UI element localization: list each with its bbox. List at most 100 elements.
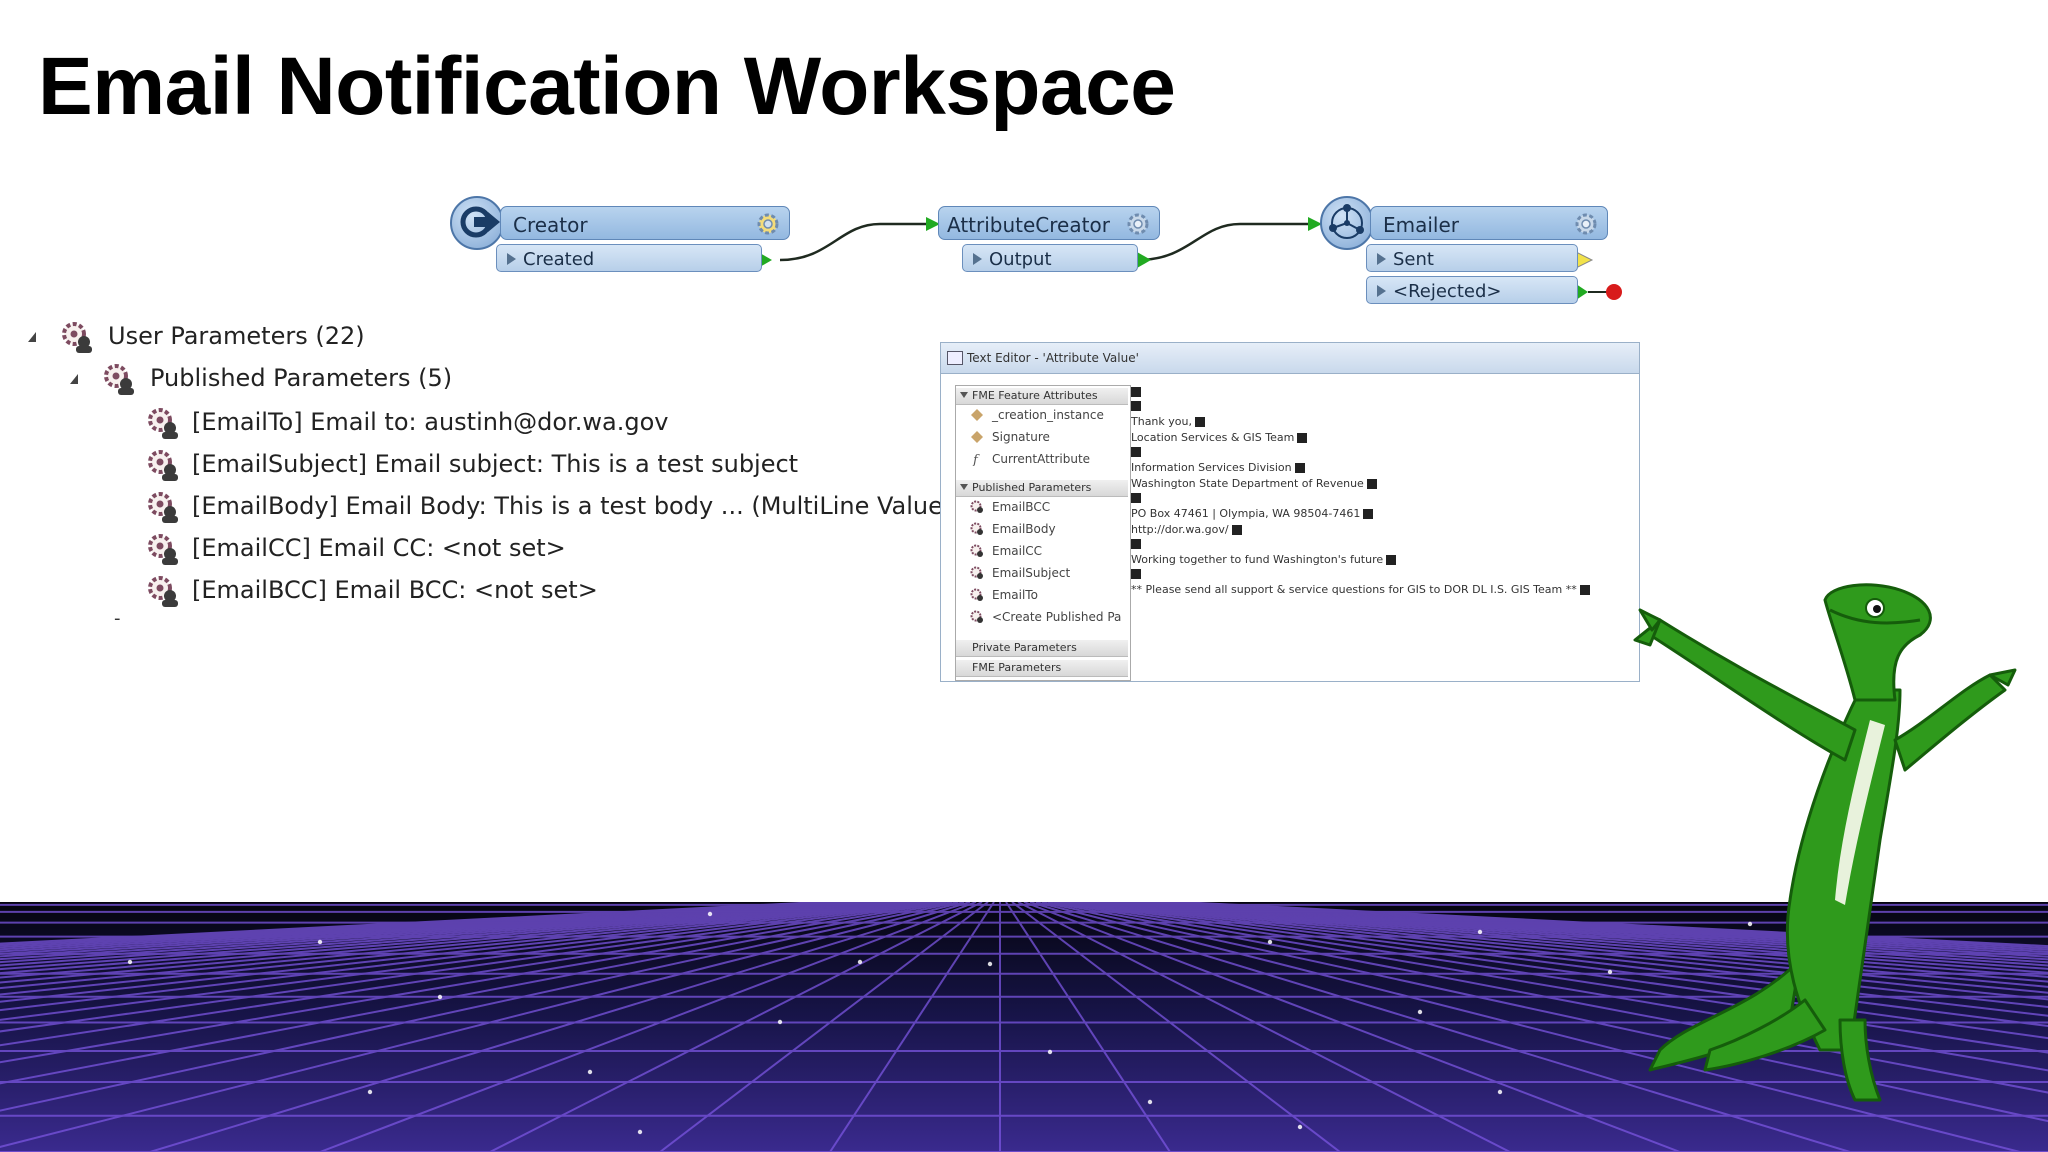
synthwave-grid-floor bbox=[0, 902, 2048, 1152]
expand-arrow-icon[interactable] bbox=[28, 332, 36, 342]
line-break-marker bbox=[1363, 509, 1374, 519]
line-break-marker bbox=[1131, 387, 1141, 397]
editor-line: Location Services & GIS Team bbox=[1131, 431, 1308, 444]
emailer-icon[interactable] bbox=[1320, 196, 1374, 250]
sidebar-section-feature-attributes[interactable]: FME Feature Attributes bbox=[956, 388, 1128, 405]
grid-line bbox=[1131, 902, 2048, 967]
star bbox=[1607, 969, 1613, 975]
grid-line bbox=[0, 902, 839, 951]
editor-line: Washington State Department of Revenue bbox=[1131, 477, 1377, 490]
attribute-icon bbox=[971, 409, 983, 421]
grid-line bbox=[1065, 902, 2048, 1040]
editor-line: PO Box 47461 | Olympia, WA 98504-7461 bbox=[1131, 507, 1374, 520]
star bbox=[707, 911, 713, 917]
grid-line bbox=[0, 902, 851, 955]
grid-line bbox=[1071, 902, 2048, 1027]
attributecreator-name: AttributeCreator bbox=[947, 213, 1110, 237]
tree-label-user-parameters: User Parameters (22) bbox=[108, 322, 365, 350]
grid-line bbox=[1137, 902, 2048, 964]
line-break-marker bbox=[1579, 585, 1590, 595]
grid-line bbox=[1113, 902, 2048, 978]
grid-line bbox=[1011, 902, 1341, 1152]
parameter-icon bbox=[970, 566, 983, 579]
port-created[interactable]: Created bbox=[496, 244, 762, 272]
collapse-arrow-icon bbox=[960, 484, 968, 490]
grid-line bbox=[1035, 902, 2021, 1152]
page-title: Email Notification Workspace bbox=[38, 41, 1176, 132]
tree-trailing-mark: - bbox=[114, 608, 121, 629]
parameter-icon bbox=[970, 588, 983, 601]
parameter-icon bbox=[148, 576, 178, 607]
line-break-marker bbox=[1297, 433, 1308, 443]
gear-icon[interactable] bbox=[755, 211, 781, 242]
grid-line bbox=[1125, 902, 2048, 970]
creator-icon[interactable] bbox=[450, 196, 504, 250]
grid-line bbox=[1059, 902, 2048, 1054]
port-arrow-rejected bbox=[1576, 284, 1588, 300]
expand-arrow-icon[interactable] bbox=[70, 374, 78, 384]
grid-line bbox=[1089, 902, 2048, 1001]
tree-node-user-parameters[interactable]: User Parameters (22) bbox=[26, 318, 426, 358]
editor-sidebar: FME Feature Attributes _creation_instanc… bbox=[955, 385, 1131, 681]
grid-line bbox=[0, 902, 917, 1003]
grid-line bbox=[0, 902, 941, 1047]
grid-line bbox=[0, 902, 827, 947]
grid-line bbox=[1041, 902, 2048, 1123]
grid-line bbox=[0, 902, 959, 1112]
editor-line: Thank you, bbox=[1131, 415, 1205, 428]
sidebar-section-published-parameters[interactable]: Published Parameters bbox=[956, 480, 1128, 497]
port-triangle-icon bbox=[507, 253, 516, 265]
grid-line bbox=[0, 902, 875, 967]
attribute-icon bbox=[971, 431, 983, 443]
parameter-icon bbox=[970, 544, 983, 557]
editor-line: ** Please send all support & service que… bbox=[1131, 583, 1590, 596]
gear-icon[interactable] bbox=[1573, 211, 1599, 242]
port-triangle-icon bbox=[1377, 253, 1386, 265]
line-break-marker bbox=[1131, 569, 1141, 579]
port-arrow-output bbox=[1137, 252, 1151, 268]
creator-transformer[interactable]: Creator bbox=[500, 206, 790, 240]
star bbox=[637, 1129, 643, 1135]
grid-line bbox=[0, 902, 947, 1064]
grid-line bbox=[1083, 902, 2048, 1008]
parameter-icon bbox=[62, 322, 92, 353]
workflow-canvas: Creator Created AttributeCreator Output … bbox=[440, 190, 1640, 320]
port-sent[interactable]: Sent bbox=[1366, 244, 1578, 272]
star bbox=[1747, 921, 1753, 927]
grid-line bbox=[149, 902, 971, 1152]
grid-line bbox=[0, 902, 929, 1021]
tree-node-published-parameters[interactable]: Published Parameters (5) bbox=[68, 360, 468, 400]
grid-line bbox=[1101, 902, 2048, 988]
grid-line bbox=[0, 902, 887, 975]
gear-icon[interactable] bbox=[1125, 211, 1151, 242]
sidebar-section-fme-parameters[interactable]: FME Parameters bbox=[956, 660, 1128, 677]
grid-line bbox=[1179, 902, 2048, 948]
attributecreator-transformer[interactable]: AttributeCreator bbox=[938, 206, 1160, 240]
grid-line bbox=[1077, 902, 2048, 1017]
parameter-icon bbox=[148, 408, 178, 439]
line-break-marker bbox=[1194, 417, 1205, 427]
star bbox=[777, 1019, 783, 1025]
line-break-marker bbox=[1366, 479, 1377, 489]
line-break-marker bbox=[1386, 555, 1397, 565]
window-icon bbox=[947, 351, 963, 365]
tree-item-label: [EmailBCC] Email BCC: <not set> bbox=[192, 576, 598, 604]
grid-line bbox=[1161, 902, 2048, 954]
grid-line bbox=[0, 902, 905, 990]
editor-titlebar[interactable]: Text Editor - 'Attribute Value' bbox=[941, 343, 1639, 374]
grid-line bbox=[659, 902, 989, 1152]
line-break-marker bbox=[1131, 401, 1141, 411]
parameter-icon bbox=[970, 500, 983, 513]
grid-line bbox=[0, 902, 881, 971]
grid-line bbox=[1095, 902, 2048, 994]
editor-line: Working together to fund Washington's fu… bbox=[1131, 553, 1397, 566]
port-output[interactable]: Output bbox=[962, 244, 1138, 272]
emailer-transformer[interactable]: Emailer bbox=[1370, 206, 1608, 240]
grid-line bbox=[0, 902, 935, 1033]
connection-creator-attributecreator bbox=[779, 222, 926, 262]
port-rejected[interactable]: <Rejected> bbox=[1366, 276, 1578, 304]
grid-line bbox=[1167, 902, 2048, 951]
tree-item-label: [EmailTo] Email to: austinh@dor.wa.gov bbox=[192, 408, 669, 436]
sidebar-section-private-parameters[interactable]: Private Parameters bbox=[956, 640, 1128, 657]
star bbox=[1297, 1124, 1303, 1130]
